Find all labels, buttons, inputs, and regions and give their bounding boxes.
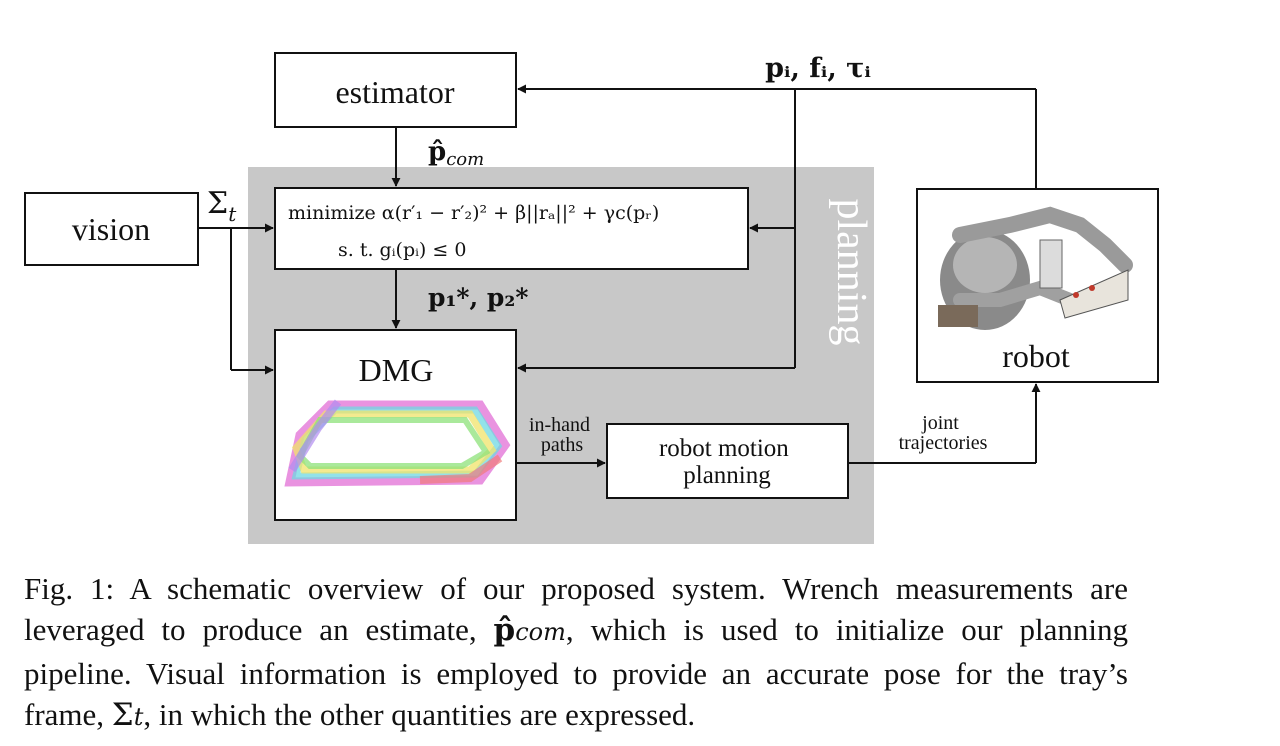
vision-label: vision xyxy=(72,211,150,247)
caption-pcom: p̂ xyxy=(493,612,516,648)
robot-label: robot xyxy=(1002,338,1070,374)
estimator-label: estimator xyxy=(335,74,454,110)
sigma-subscript: t xyxy=(228,202,237,226)
sigma-symbol: Σ xyxy=(207,186,228,221)
caption-pcom-sub: com xyxy=(515,618,566,646)
pcom-subscript: com xyxy=(446,149,484,170)
figure-caption: Fig. 1: A schematic overview of our prop… xyxy=(24,568,1128,738)
sigma-label: Σt xyxy=(207,186,237,226)
motion-planning-label: robot motion planning xyxy=(659,435,795,489)
caption-suffix: , in which the other quantities are expr… xyxy=(143,697,696,732)
optimization-constraint: s. t. gᵢ(pᵢ) ≤ 0 xyxy=(338,239,466,261)
motion-planning-box xyxy=(606,423,849,499)
joint-line-1: joint xyxy=(921,412,959,434)
in-hand-line-2: paths xyxy=(541,434,583,456)
feedback-connections xyxy=(517,84,1037,373)
motion-planning-line-1: robot motion xyxy=(659,435,789,462)
pcom-label: p̂com xyxy=(428,137,484,170)
optimization-objective: minimize α(r′₁ − r′₂)² + β||rₐ||² + γc(p… xyxy=(288,202,659,224)
robot-image xyxy=(936,206,1136,330)
vision-box xyxy=(24,192,199,266)
caption-middle: , which is used to initialize our planni… xyxy=(24,612,1129,732)
optimization-box xyxy=(274,187,749,270)
pstar-label: p₁*, p₂* xyxy=(428,283,528,312)
planning-label: planning xyxy=(828,199,874,346)
feedback-label: pᵢ, fᵢ, τᵢ xyxy=(765,53,871,84)
estimator-box xyxy=(274,52,517,128)
motion-planning-line-2: planning xyxy=(683,462,771,489)
dmg-paths-illustration xyxy=(284,399,511,487)
dmg-label: DMG xyxy=(359,352,434,388)
caption-sigma-sub: t xyxy=(133,703,144,731)
caption-sigma: Σ xyxy=(111,697,134,733)
caption-prefix: Fig. 1: A schematic overview of our prop… xyxy=(24,571,1128,647)
pcom-symbol: p̂ xyxy=(428,137,446,167)
in-hand-paths-label: in-hand paths xyxy=(529,414,595,456)
joint-line-2: trajectories xyxy=(899,432,988,454)
vision-connections xyxy=(198,223,274,375)
in-hand-line-1: in-hand xyxy=(529,414,590,436)
system-diagram: planning estimator vision minimize α(r′₁… xyxy=(24,52,1159,544)
joint-trajectories-label: joint trajectories xyxy=(899,412,988,454)
joint-trajectories-arrow xyxy=(848,383,1041,464)
